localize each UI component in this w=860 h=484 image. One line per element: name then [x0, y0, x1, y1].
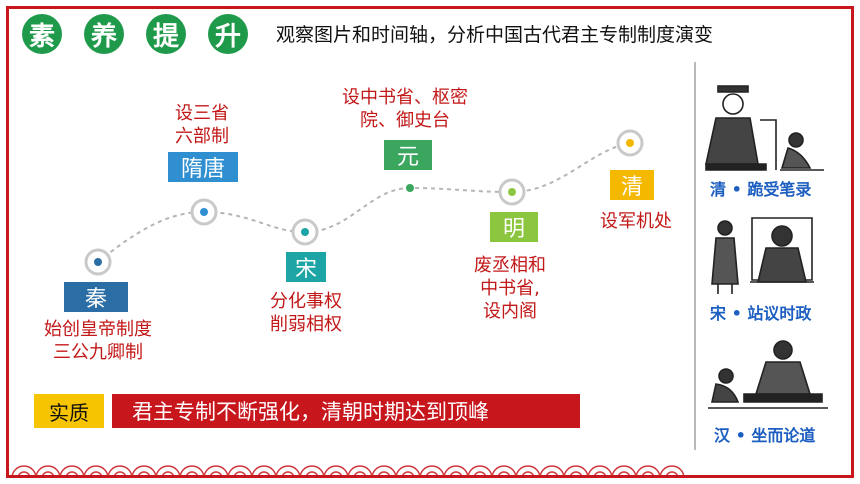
picture-caption-qing: 清 • 跪受笔录: [710, 180, 812, 199]
title-char-4: 升: [208, 14, 248, 54]
qin-note: 始创皇帝制度 三公九卿制: [28, 318, 168, 364]
era-qing-label: 清: [610, 170, 654, 200]
node-qing: [616, 129, 644, 157]
summary-label: 实质: [34, 394, 104, 428]
ming-note-line1: 废丞相和: [474, 255, 546, 276]
suitang-note-line1: 设三省: [175, 103, 229, 124]
picture-caption-song: 宋 • 站议时政: [710, 304, 812, 323]
ming-note: 废丞相和 中书省, 设内阁: [460, 254, 560, 323]
slide-subtitle: 观察图片和时间轴，分析中国古代君主专制制度演变: [276, 24, 714, 46]
title-char-1: 素: [22, 14, 62, 54]
node-suitang: [190, 198, 218, 226]
column-divider: [694, 62, 696, 450]
qin-note-line1: 始创皇帝制度: [44, 319, 152, 340]
suitang-note-line2: 六部制: [175, 126, 229, 147]
song-note-line2: 削弱相权: [270, 314, 342, 335]
node-song: [291, 218, 319, 246]
node-qin: [84, 248, 112, 276]
picture-han-illustration: [708, 340, 828, 409]
timeline-curve: [97, 142, 631, 263]
title-char-3: 提: [146, 14, 186, 54]
slide-frame: [6, 6, 854, 478]
yuan-note-line1: 设中书省、枢密: [342, 87, 468, 108]
yuan-note-line2: 院、御史台: [360, 110, 450, 131]
yuan-note: 设中书省、枢密 院、御史台: [330, 86, 480, 132]
era-suitang-label: 隋唐: [168, 152, 238, 182]
song-note: 分化事权 削弱相权: [256, 290, 356, 336]
node-yuan: [406, 184, 414, 192]
era-qin-label: 秦: [64, 282, 128, 312]
qing-note: 设军机处: [586, 210, 686, 233]
era-song-label: 宋: [286, 252, 326, 282]
picture-caption-han: 汉 • 坐而论道: [714, 426, 816, 445]
node-ming: [498, 178, 526, 206]
song-note-line1: 分化事权: [270, 291, 342, 312]
summary-text: 君主专制不断强化，清朝时期达到顶峰: [112, 394, 580, 428]
qing-note-line1: 设军机处: [600, 211, 672, 232]
suitang-note: 设三省 六部制: [150, 102, 254, 148]
picture-qing-illustration: [705, 85, 824, 171]
ming-note-line3: 设内阁: [483, 301, 537, 322]
title-char-2: 养: [84, 14, 124, 54]
era-ming-label: 明: [490, 212, 538, 242]
ming-note-line2: 中书省,: [480, 278, 540, 299]
qin-note-line2: 三公九卿制: [53, 342, 143, 363]
era-yuan-label: 元: [384, 140, 432, 170]
wave-pattern: [11, 465, 685, 479]
picture-song-illustration: [711, 217, 814, 294]
